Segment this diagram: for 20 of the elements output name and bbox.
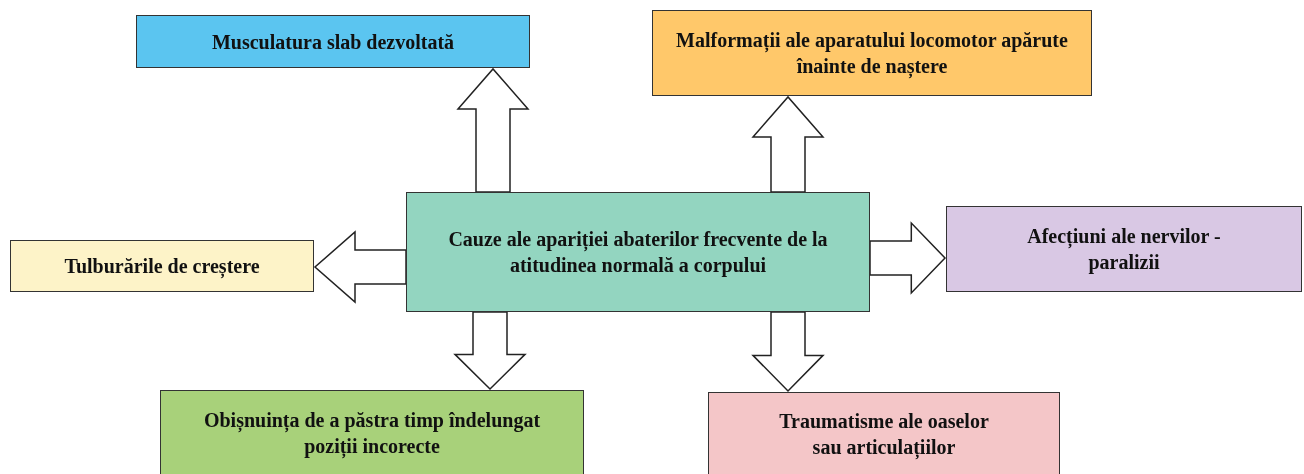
cause-box [652,10,1092,96]
cause-box [946,206,1302,292]
block-arrow [751,311,825,393]
box-label: Afecțiuni ale nervilor - paralizii [1026,224,1222,275]
block-arrow [313,230,407,304]
box-label: Obișnuința de a păstra timp îndelungat poziții incorecte [202,408,542,459]
block-arrow [456,67,530,193]
cause-box [136,15,530,68]
box-label: Cauze ale apariției abaterilor frecvente de la atitudinea normală a corpului [447,227,829,278]
cause-box [708,392,1060,474]
cause-box [160,390,584,474]
cause-box [406,192,870,312]
block-arrow [751,95,825,193]
box-label: Traumatisme ale oaselor sau articulațiilor [778,409,990,460]
box-label: Musculatura slab dezvoltată [211,29,455,55]
box-label: Malformații ale aparatului locomotor apărute înainte de naștere [675,28,1069,79]
cause-box [10,240,314,292]
block-arrow [453,311,527,391]
box-label: Tulburările de creștere [64,254,260,279]
block-arrow [869,221,947,295]
